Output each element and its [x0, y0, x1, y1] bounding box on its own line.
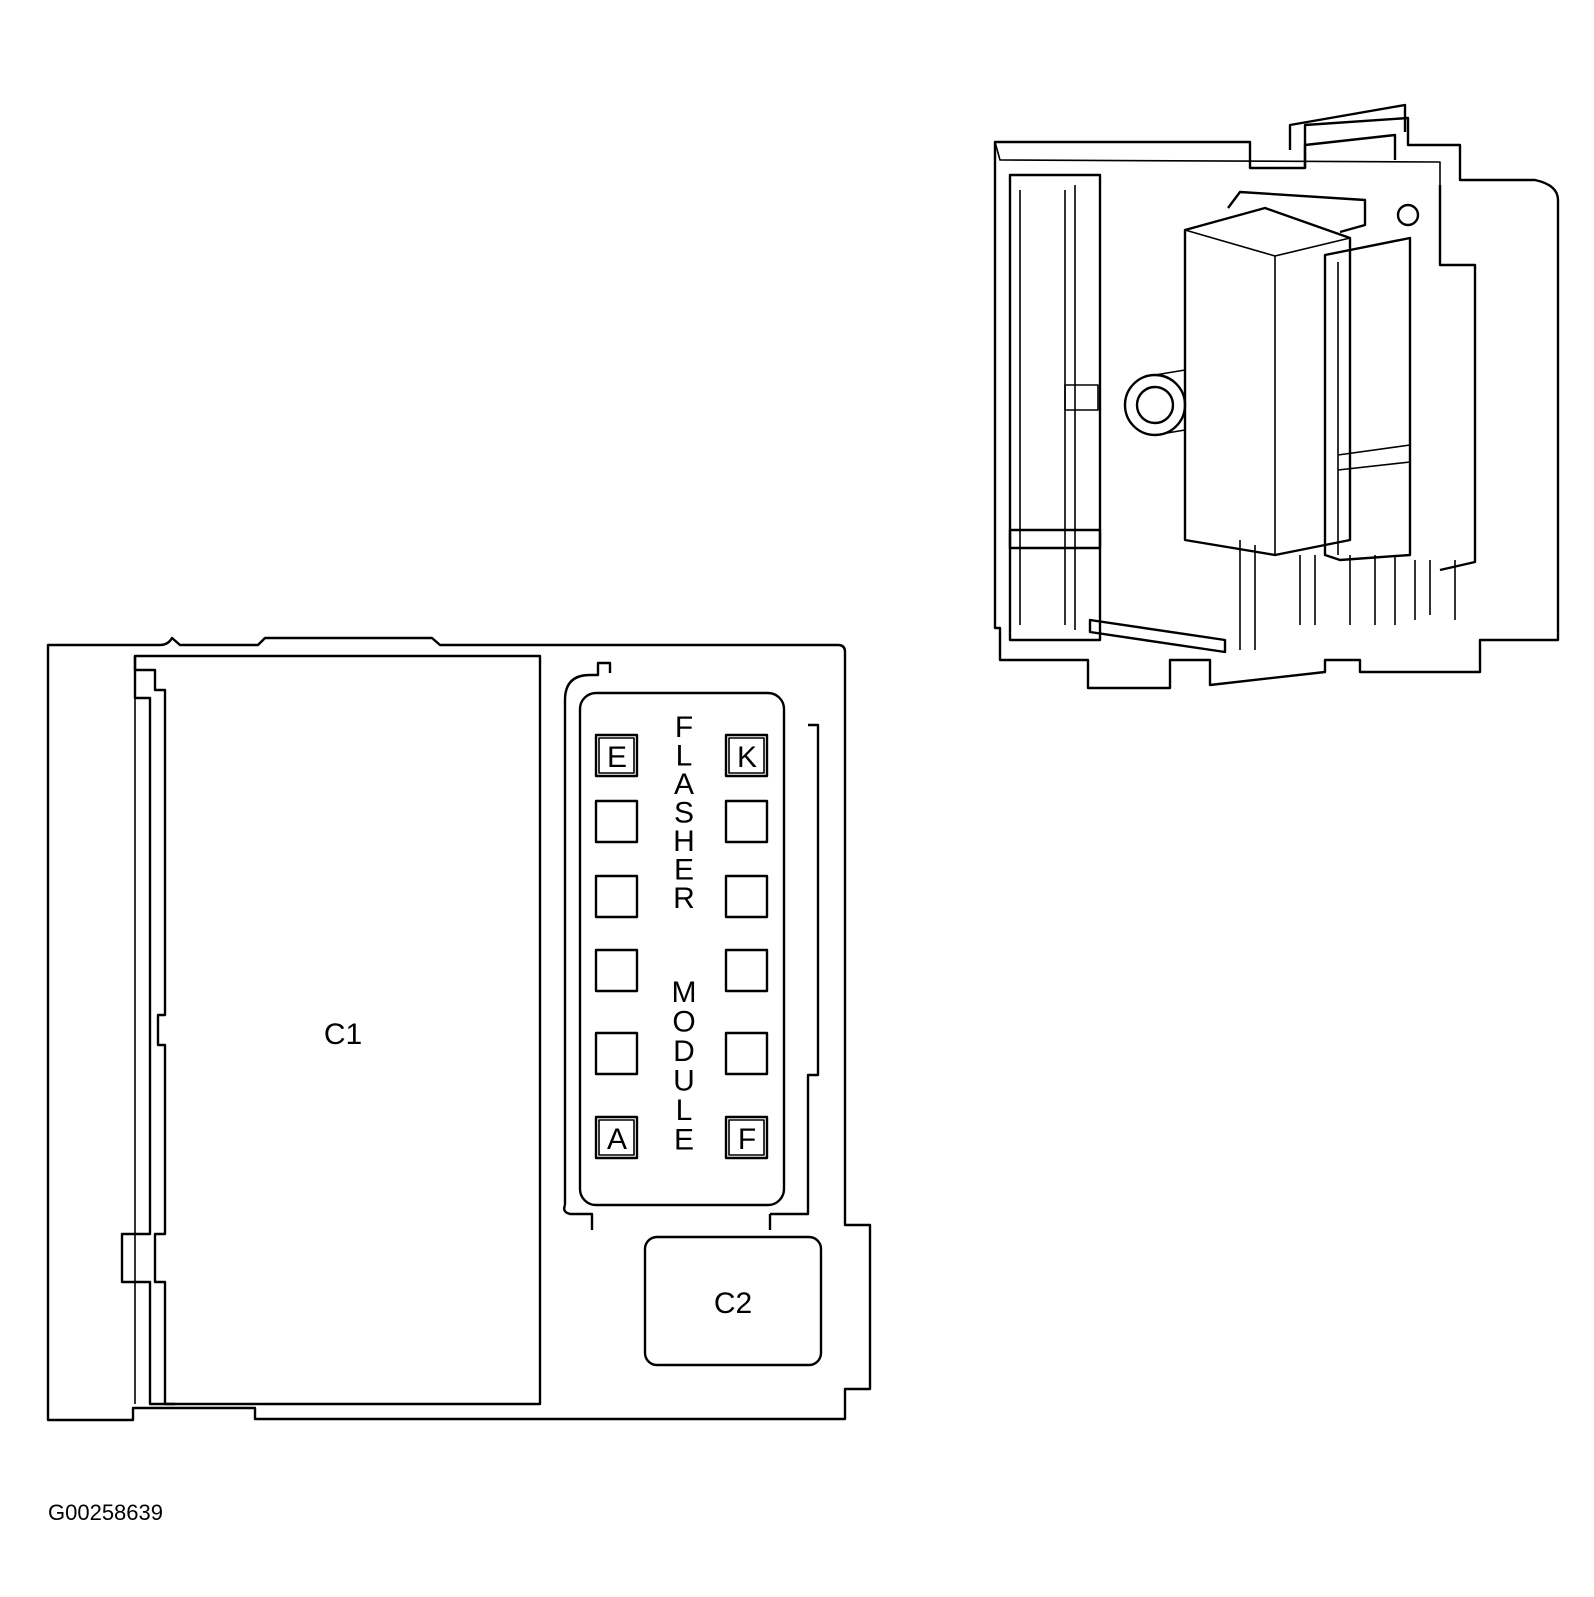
- pin-left-2: [594, 799, 639, 844]
- pin-a: [594, 1115, 639, 1160]
- pin-k: [724, 733, 769, 778]
- pin-right-5: [724, 1031, 769, 1076]
- module-label-letter: A: [674, 768, 694, 801]
- pin-left-5: [594, 1031, 639, 1076]
- pin-e: [594, 733, 639, 778]
- connector-c2-label: C2: [714, 1287, 752, 1320]
- pin-left-3: [594, 874, 639, 919]
- screw-icon: [1396, 203, 1420, 227]
- module-label-letter: S: [674, 797, 694, 830]
- pin-f: [724, 1115, 769, 1160]
- block-isometric-view: [993, 103, 1560, 690]
- module-label-letter: L: [676, 1094, 693, 1127]
- module-label-letter: L: [676, 740, 693, 773]
- pin-column-left: [594, 733, 639, 1160]
- module-label-letter: O: [672, 1006, 695, 1039]
- mount-hole-outer: [1123, 373, 1187, 437]
- pin-a-label: A: [607, 1123, 627, 1156]
- connector-c2-body: [643, 1235, 823, 1367]
- module-label-letter: H: [673, 825, 695, 858]
- pin-e-label: E: [607, 741, 627, 774]
- module-label-letter: F: [675, 711, 693, 744]
- connector-c1-body: [133, 654, 542, 1406]
- relay-block: [1183, 206, 1352, 557]
- module-label-letter: R: [673, 882, 695, 915]
- flasher-module-body: [578, 691, 786, 1207]
- module-label-letter: E: [674, 1124, 694, 1157]
- module-label-letter: U: [673, 1065, 695, 1098]
- pin-right-3: [724, 874, 769, 919]
- pin-k-label: K: [737, 741, 757, 774]
- pin-column-right: [724, 733, 769, 1160]
- pin-f-label: F: [738, 1123, 756, 1156]
- mount-hole-inner: [1135, 385, 1175, 425]
- module-label-letter: D: [673, 1035, 695, 1068]
- pin-right-2: [724, 799, 769, 844]
- module-label-letter: M: [672, 976, 697, 1009]
- pin-left-4: [594, 948, 639, 993]
- block-front-view: C1 E K A F: [46, 636, 872, 1422]
- figure-id: G00258639: [48, 1500, 163, 1525]
- module-label-letter: E: [674, 854, 694, 887]
- connector-c1-label: C1: [324, 1018, 362, 1051]
- pin-right-4: [724, 948, 769, 993]
